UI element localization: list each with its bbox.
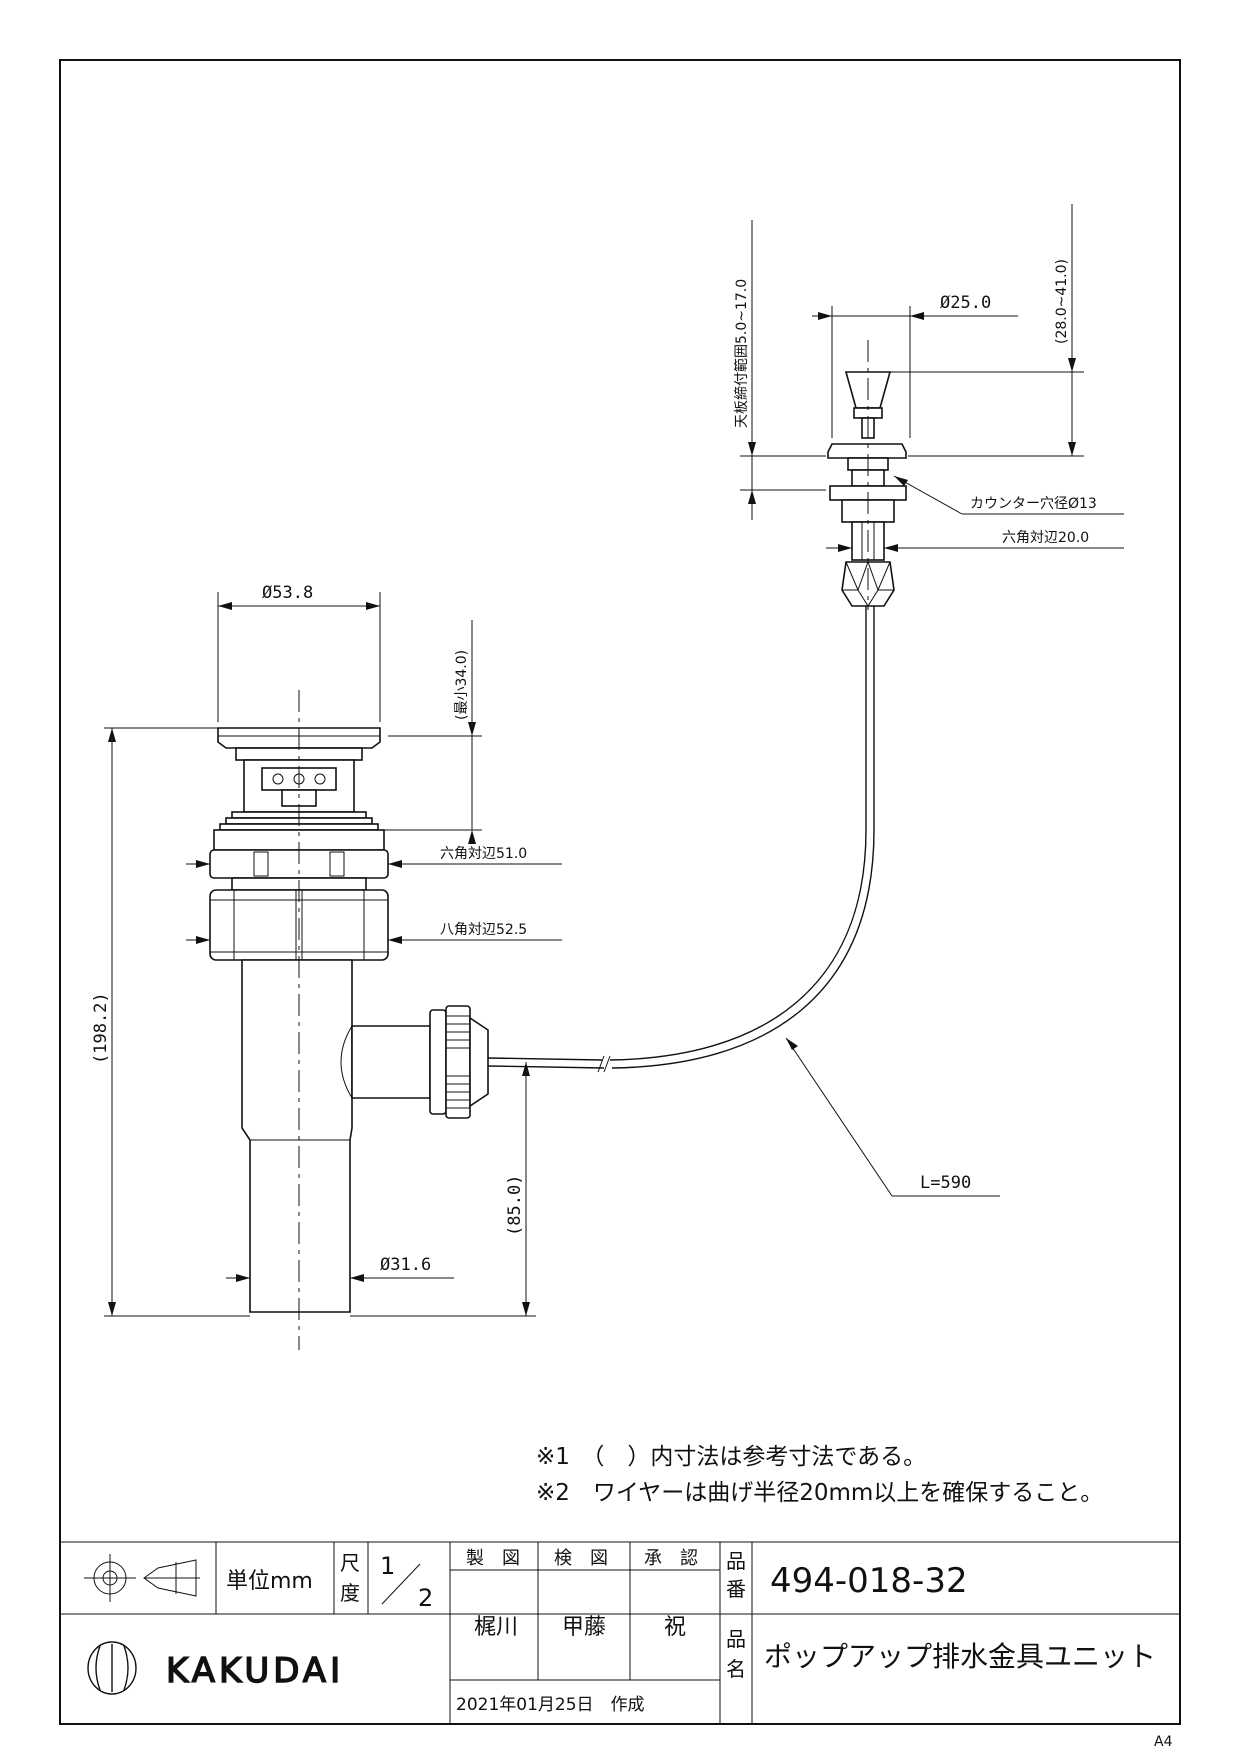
knob-assembly (827, 340, 907, 610)
dim-knob-diameter: Ø25.0 (940, 293, 991, 313)
kakudai-logo-icon (87, 1641, 137, 1695)
dim-hex-51: 六角対辺51.0 (440, 846, 527, 862)
dim-counter-range: 天板締付範囲5.0~17.0 (733, 279, 750, 428)
part-name: ポップアップ排水金具ユニット (764, 1640, 1156, 1673)
made-name: 梶川 (474, 1615, 518, 1640)
dim-min-height: (最小34.0) (454, 650, 470, 720)
drawing-frame (59, 59, 1181, 1725)
scale-label-2: 度 (340, 1581, 360, 1605)
made-label: 製 図 (466, 1548, 520, 1569)
check-name: 甲藤 (562, 1615, 606, 1640)
dimension-lines (104, 204, 1124, 1317)
note-1: ※1 （ ）内寸法は参考寸法である。 (536, 1444, 926, 1470)
dim-counter-hole: カウンター穴径Ø13 (970, 496, 1097, 512)
part-name-label-2: 名 (726, 1657, 746, 1681)
approve-label: 承 認 (644, 1548, 698, 1569)
dim-oct-52: 八角対辺52.5 (440, 922, 527, 938)
paper-size: A4 (1154, 1734, 1173, 1750)
dim-outlet-height: (85.0) (505, 1175, 525, 1236)
dim-flange-diameter: Ø53.8 (262, 583, 313, 603)
outlet-nut-ribs (446, 1015, 470, 1109)
note-2: ※2 ワイヤーは曲げ半径20mm以上を確保すること。 (536, 1480, 1103, 1506)
part-name-label-1: 品 (726, 1627, 746, 1651)
approve-name: 祝 (664, 1615, 686, 1640)
unit-label: 単位mm (226, 1569, 313, 1594)
scale-numerator: 1 (380, 1552, 395, 1580)
drawing-date: 2021年01月25日 作成 (456, 1695, 645, 1715)
third-angle-projection-icon (84, 1554, 200, 1602)
part-number: 494-018-32 (770, 1561, 968, 1601)
scale-label-1: 尺 (340, 1551, 360, 1575)
dim-hex-20: 六角対辺20.0 (1002, 530, 1089, 546)
scale-denominator: 2 (418, 1584, 433, 1612)
title-block (60, 1541, 1180, 1724)
dim-overall-height: (198.2) (91, 992, 111, 1064)
drain-body (209, 690, 489, 1350)
brand-wordmark: KAKUDAI (166, 1651, 344, 1691)
dim-tail-diameter: Ø31.6 (380, 1255, 431, 1275)
dim-wire-length: L=590 (920, 1173, 971, 1193)
check-label: 検 図 (554, 1548, 608, 1569)
control-wire (487, 606, 875, 1073)
part-no-label-2: 番 (726, 1577, 746, 1601)
part-no-label-1: 品 (726, 1549, 746, 1573)
dim-knob-height: (28.0~41.0) (1054, 259, 1070, 344)
